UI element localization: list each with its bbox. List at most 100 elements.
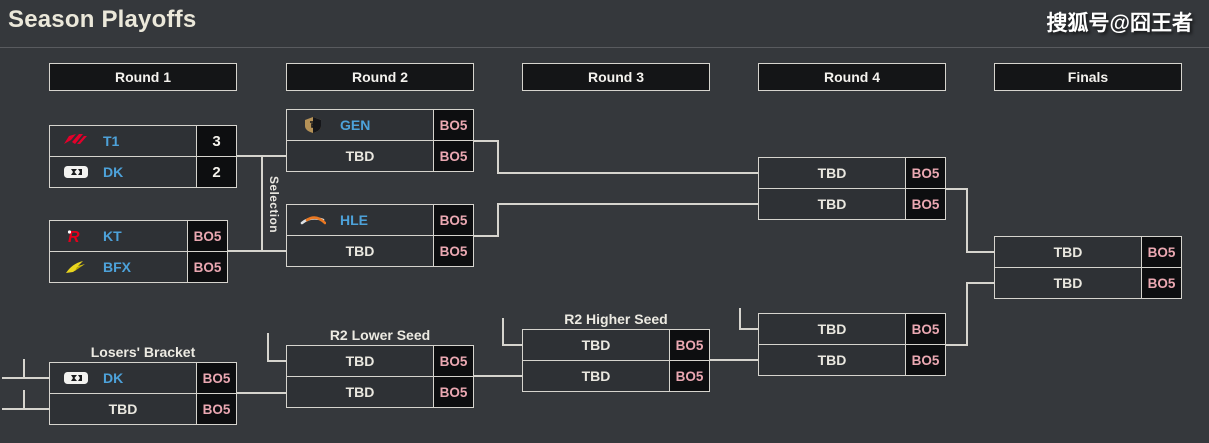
score-value: BO5 [433, 236, 473, 266]
team-name: HLE [340, 212, 368, 228]
match-row[interactable]: TBD BO5 [759, 314, 945, 344]
team-name: GEN [340, 117, 371, 133]
losers-bracket-label: Losers' Bracket [90, 344, 196, 360]
connector-line [267, 333, 269, 362]
round-header-round-1: Round 1 [49, 63, 237, 91]
connector-line [502, 344, 522, 346]
round-header-round-4: Round 4 [758, 63, 946, 91]
connector-line [227, 250, 286, 252]
round-header-finals: Finals [994, 63, 1182, 91]
match-row[interactable]: TBD BO5 [287, 346, 473, 376]
match-round2-lower: HLE BO5 TBD BO5 [286, 204, 474, 267]
score-value: BO5 [1141, 237, 1181, 267]
match-row[interactable]: BFX BO5 [50, 251, 227, 282]
match-row[interactable]: TBD BO5 [287, 235, 473, 266]
kt-logo-icon: R [63, 227, 89, 245]
team-name: T1 [103, 133, 120, 149]
match-r2-lower-seed: TBD BO5 TBD BO5 [286, 345, 474, 408]
hle-logo-icon [300, 211, 326, 229]
match-row[interactable]: TBD BO5 [759, 188, 945, 219]
match-row[interactable]: TBD BO5 [50, 393, 236, 424]
score-value: BO5 [433, 205, 473, 235]
match-row[interactable]: TBD BO5 [523, 330, 709, 360]
connector-line [966, 282, 968, 346]
t1-logo-icon [63, 132, 89, 150]
connector-line [237, 392, 286, 394]
match-row[interactable]: DK 2 [50, 156, 236, 187]
score-value: BO5 [433, 346, 473, 376]
match-row[interactable]: TBD BO5 [995, 267, 1181, 298]
svg-text:R: R [68, 229, 80, 245]
match-row[interactable]: HLE BO5 [287, 205, 473, 235]
selection-label: Selection [267, 175, 281, 233]
connector-line [2, 408, 49, 410]
match-row[interactable]: GEN BO5 [287, 110, 473, 140]
score-value: BO5 [187, 221, 227, 251]
match-row[interactable]: DK BO5 [50, 363, 236, 393]
connector-line [966, 251, 994, 253]
score-value: BO5 [905, 314, 945, 344]
connector-line [473, 140, 498, 142]
match-r2-higher-seed: TBD BO5 TBD BO5 [522, 329, 710, 392]
match-row[interactable]: TBD BO5 [759, 344, 945, 375]
match-round4-upper: TBD BO5 TBD BO5 [758, 157, 946, 220]
connector-line [261, 155, 263, 252]
match-round1-lower: R KT BO5 BFX BO5 [49, 220, 228, 283]
connector-line [502, 318, 504, 346]
team-name: TBD [581, 368, 611, 384]
dk-logo-icon [63, 369, 89, 387]
team-name: TBD [108, 401, 138, 417]
bfx-logo-icon [63, 258, 89, 276]
connector-line [23, 390, 25, 410]
connector-line [966, 188, 968, 253]
score-value: BO5 [669, 330, 709, 360]
score-value: BO5 [433, 377, 473, 407]
team-name: DK [103, 164, 124, 180]
r2-higher-seed-label: R2 Higher Seed [564, 311, 668, 327]
connector-line [739, 328, 758, 330]
match-row[interactable]: R KT BO5 [50, 221, 227, 251]
connector-line [473, 235, 498, 237]
score-value: BO5 [433, 110, 473, 140]
connector-line [497, 172, 758, 174]
match-row[interactable]: T1 3 [50, 126, 236, 156]
score-value: BO5 [905, 158, 945, 188]
connector-line [966, 282, 994, 284]
team-name: DK [103, 370, 124, 386]
score-value: BO5 [669, 361, 709, 391]
score-value: BO5 [196, 394, 236, 424]
score-value: BO5 [196, 363, 236, 393]
connector-line [945, 188, 968, 190]
connector-line [23, 359, 25, 379]
score-value: BO5 [1141, 268, 1181, 298]
match-finals: TBD BO5 TBD BO5 [994, 236, 1182, 299]
match-round2-upper: GEN BO5 TBD BO5 [286, 109, 474, 172]
team-name: KT [103, 228, 122, 244]
round-header-round-3: Round 3 [522, 63, 710, 91]
score-value: BO5 [905, 345, 945, 375]
team-name: TBD [817, 321, 847, 337]
team-name: TBD [1053, 244, 1083, 260]
match-row[interactable]: TBD BO5 [287, 140, 473, 171]
team-name: TBD [345, 243, 375, 259]
team-name: TBD [817, 196, 847, 212]
connector-line [497, 140, 499, 174]
match-round1-upper: T1 3 DK 2 [49, 125, 237, 188]
score-value: BO5 [187, 252, 227, 282]
match-row[interactable]: TBD BO5 [287, 376, 473, 407]
score-value: BO5 [433, 141, 473, 171]
connector-line [497, 203, 499, 237]
match-row[interactable]: TBD BO5 [995, 237, 1181, 267]
score-value: 3 [196, 126, 236, 156]
title-divider [0, 47, 1209, 48]
connector-line [473, 375, 522, 377]
match-row[interactable]: TBD BO5 [523, 360, 709, 391]
match-round4-lower: TBD BO5 TBD BO5 [758, 313, 946, 376]
r2-lower-seed-label: R2 Lower Seed [329, 327, 431, 343]
connector-line [497, 203, 758, 205]
match-row[interactable]: TBD BO5 [759, 158, 945, 188]
team-name: BFX [103, 259, 131, 275]
connector-line [709, 359, 758, 361]
score-value: BO5 [905, 189, 945, 219]
